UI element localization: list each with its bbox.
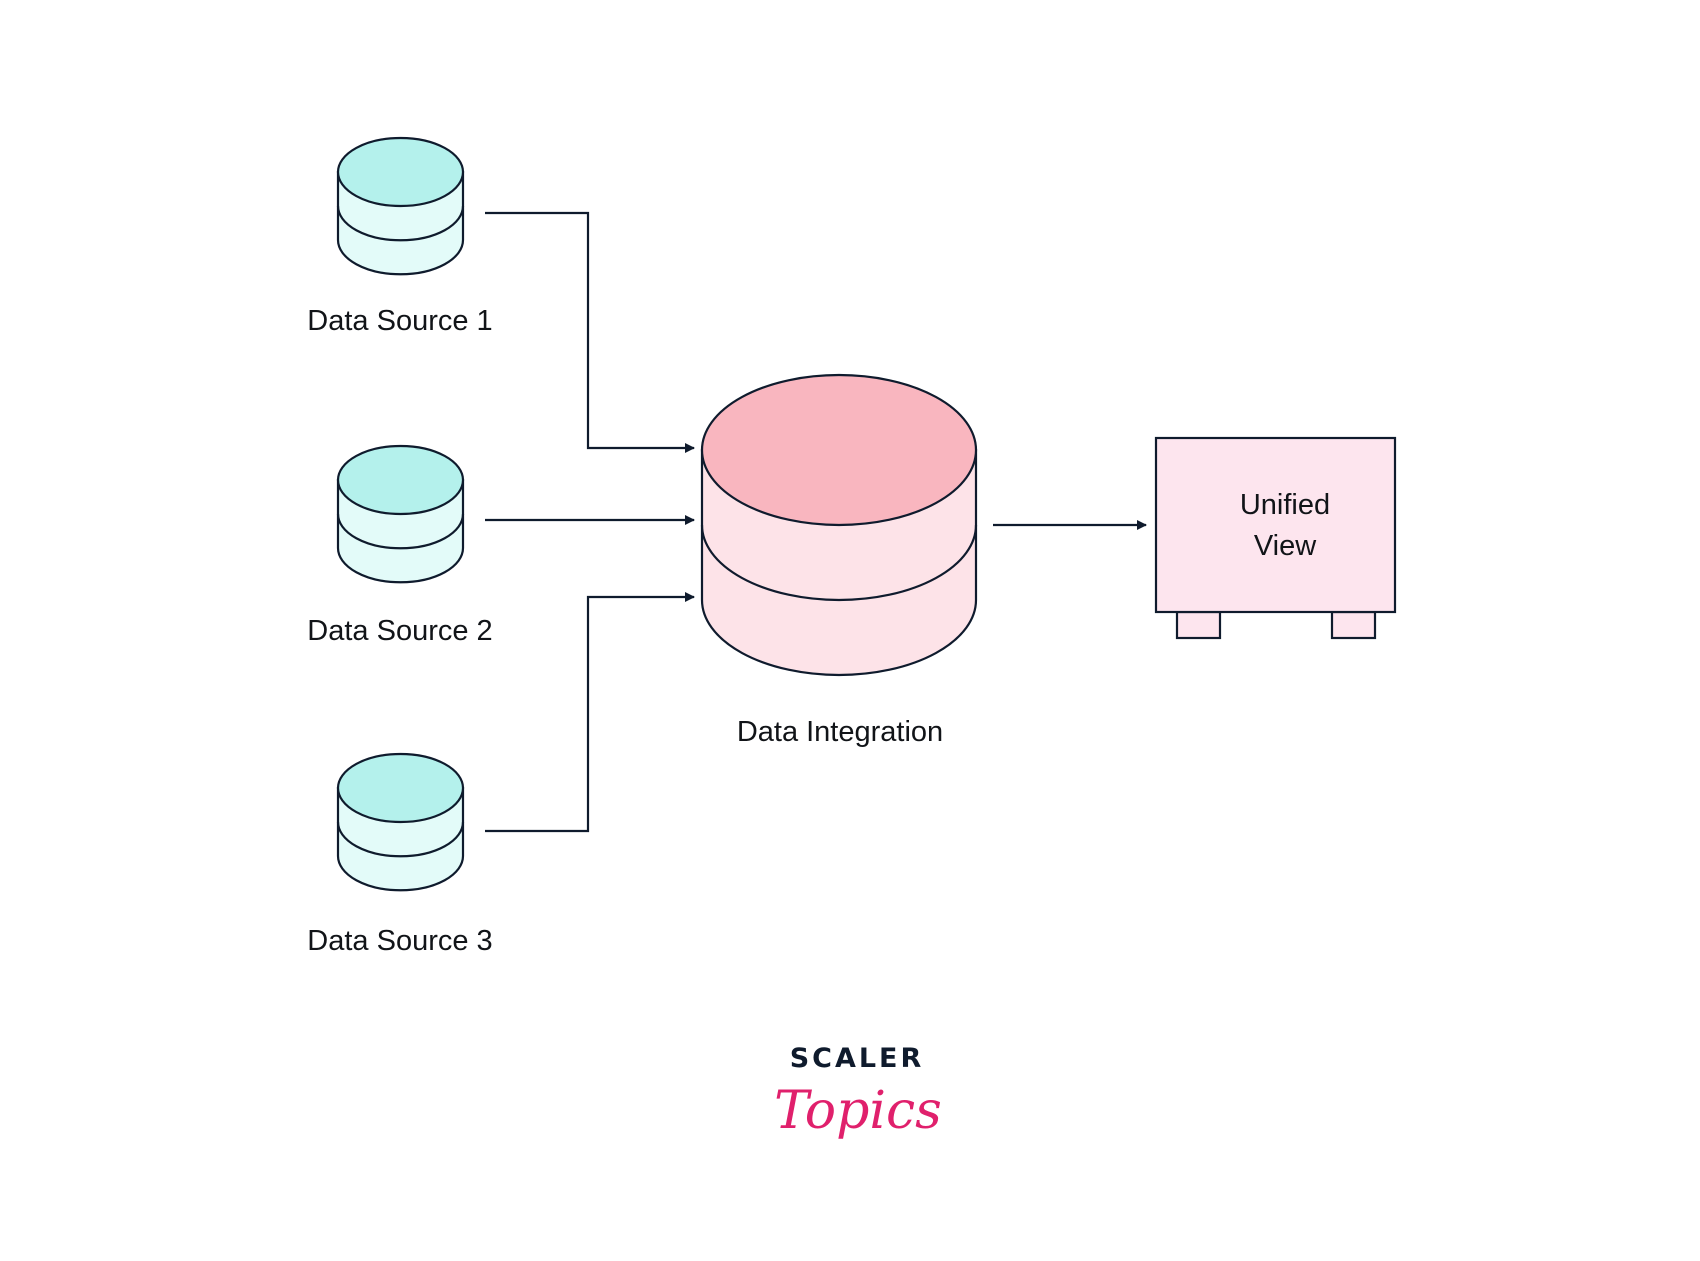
unified-view-label-line1: Unified <box>1240 489 1330 521</box>
connector-source-1 <box>485 211 695 453</box>
scaler-topics-logo: SCALER Topics <box>774 1043 942 1141</box>
data-source-label: Data Source 3 <box>307 925 492 957</box>
data-source-label: Data Source 2 <box>307 615 492 647</box>
data-source-label: Data Source 1 <box>307 305 492 337</box>
logo-word-topics: Topics <box>774 1081 942 1141</box>
database-icon <box>700 373 978 677</box>
database-icon <box>336 444 465 584</box>
connector-source-3 <box>485 592 695 833</box>
monitor-box-icon <box>1154 436 1397 640</box>
logo-word-scaler: SCALER <box>790 1043 925 1074</box>
unified-view-label-line2: View <box>1254 530 1317 562</box>
data-source-1: Data Source 1 <box>307 136 493 337</box>
data-source-3: Data Source 3 <box>307 752 493 957</box>
data-integration: Data Integration <box>700 373 978 748</box>
data-integration-label: Data Integration <box>737 716 943 748</box>
data-source-2: Data Source 2 <box>307 444 493 647</box>
database-icon <box>336 752 465 892</box>
database-icon <box>336 136 465 276</box>
unified-view: Unified View <box>1154 436 1397 640</box>
